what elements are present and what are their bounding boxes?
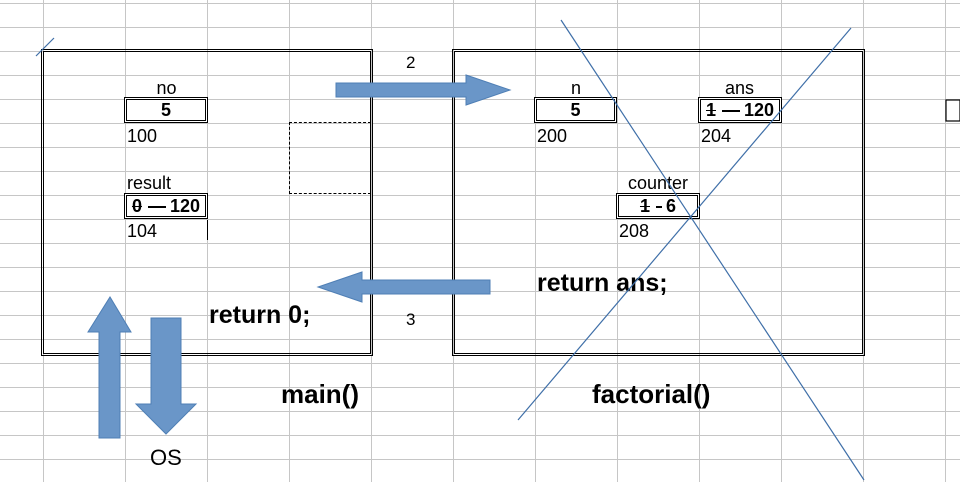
grid-row-line	[0, 27, 960, 28]
return-arrow	[316, 271, 491, 303]
grid-row-line	[0, 147, 960, 148]
grid-column-line	[207, 0, 208, 482]
grid-row-line	[0, 315, 960, 316]
var-address-result: 104	[127, 221, 158, 241]
grid-column-line	[699, 0, 700, 482]
factorial-stack-frame	[452, 49, 865, 356]
grid-column-line	[535, 0, 536, 482]
var-address-n: 200	[537, 126, 568, 146]
grid-row-line	[0, 411, 960, 412]
return-to-os-arrow	[87, 296, 132, 439]
grid-column-line	[617, 0, 618, 482]
var-name-no: no	[156, 78, 177, 98]
grid-row-line	[0, 219, 960, 220]
call-arrow	[335, 74, 512, 106]
factorial-function-title: factorial()	[592, 379, 711, 409]
var-address-ans: 204	[701, 126, 732, 146]
grid-column-line	[945, 0, 946, 482]
return-step-number: 3	[406, 310, 416, 329]
grid-row-line	[0, 267, 960, 268]
grid-row-line	[0, 459, 960, 460]
cross-out-line	[517, 27, 852, 421]
var-name-counter: counter	[627, 173, 689, 193]
grid-row-line	[0, 171, 960, 172]
var-name-n: n	[570, 78, 581, 98]
main-return-statement: return 0;	[209, 301, 311, 329]
var-old-value-ans: 1	[705, 100, 716, 120]
var-name-ans: ans	[724, 78, 755, 98]
var-box-n: 5	[534, 97, 617, 123]
var-value-counter: 6	[666, 196, 677, 216]
grid-row-line	[0, 195, 960, 196]
call-step-number: 2	[406, 53, 416, 72]
grid-row-line	[0, 3, 960, 4]
strike-dash	[721, 110, 740, 113]
corner-tick	[35, 37, 55, 57]
cell-edge-marker	[945, 99, 960, 122]
os-call-arrow	[134, 317, 198, 435]
empty-memory-slot	[289, 122, 371, 194]
var-box-result: 0 120	[124, 193, 208, 219]
var-address-counter: 208	[619, 221, 650, 241]
strike-dash	[147, 206, 166, 209]
os-label: OS	[150, 445, 182, 470]
grid-row-line	[0, 123, 960, 124]
address-divider	[207, 220, 208, 240]
var-value-result: 120	[169, 196, 201, 216]
grid-column-line	[289, 0, 290, 482]
grid-row-line	[0, 243, 960, 244]
var-value-no: 5	[160, 100, 171, 120]
strike-dash	[656, 206, 662, 209]
grid-row-line	[0, 75, 960, 76]
main-stack-frame	[41, 49, 373, 356]
cross-out-line	[560, 19, 865, 481]
var-box-no: 5	[124, 97, 208, 123]
grid-row-line	[0, 339, 960, 340]
var-box-ans: 1 120	[698, 97, 782, 123]
grid-column-line	[781, 0, 782, 482]
var-old-value-counter: 1	[639, 196, 650, 216]
var-value-n: 5	[570, 100, 581, 120]
grid-row-line	[0, 363, 960, 364]
grid-row-line	[0, 435, 960, 436]
grid-row-line	[0, 387, 960, 388]
var-name-result: result	[127, 173, 172, 193]
factorial-return-statement: return ans;	[537, 269, 668, 297]
var-address-no: 100	[127, 126, 158, 146]
var-value-ans: 120	[743, 100, 775, 120]
main-function-title: main()	[281, 379, 359, 409]
var-old-value-result: 0	[131, 196, 142, 216]
grid-column-line	[125, 0, 126, 482]
